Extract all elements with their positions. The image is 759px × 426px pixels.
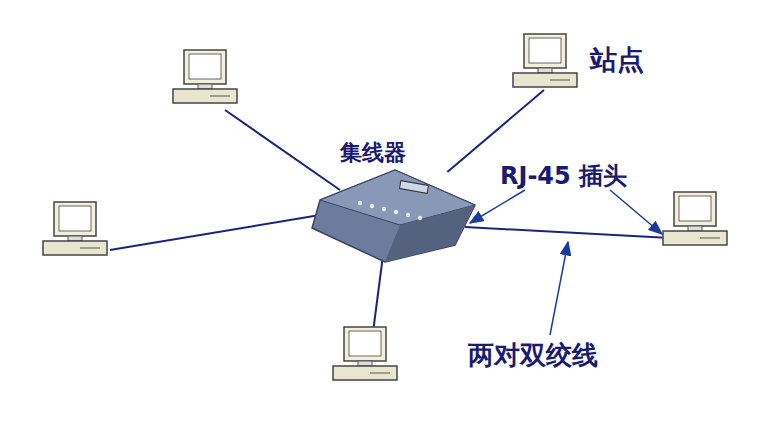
hub-device: [312, 170, 475, 262]
callout-label: RJ-45 插头: [500, 160, 627, 192]
computers: [43, 34, 727, 380]
node-label: 集线器: [340, 138, 406, 168]
cable-connector: [447, 90, 544, 172]
station-node: 站点: [512, 34, 642, 90]
cables: [110, 110, 670, 340]
node-label: 站点: [590, 42, 644, 78]
leader-arrows: [470, 190, 662, 335]
hub-node: 集线器: [318, 172, 473, 260]
callout-label: 两对双绞线: [468, 338, 598, 373]
